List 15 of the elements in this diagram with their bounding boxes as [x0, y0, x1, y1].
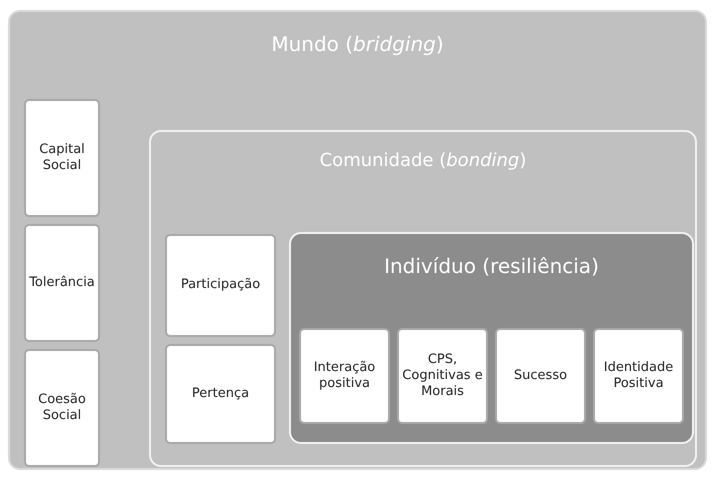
concept-box: Coesão Social [24, 349, 100, 467]
concept-box: Tolerância [24, 224, 100, 342]
concept-box: Pertença [165, 344, 276, 444]
group-panel [149, 130, 697, 467]
group-title: Comunidade (bonding) [320, 150, 526, 171]
group-title: Indivíduo (resiliência) [384, 254, 599, 278]
group-title: Mundo (bridging) [271, 32, 444, 56]
concept-box: Capital Social [24, 99, 100, 217]
concept-box: Identidade Positiva [593, 328, 684, 424]
group-panel [8, 10, 707, 470]
concept-box: Sucesso [495, 328, 586, 424]
concept-box: Participação [165, 234, 276, 337]
concept-box: CPS, Cognitivas e Morais [397, 328, 488, 424]
group-panel [289, 232, 694, 444]
concept-box: Interação positiva [299, 328, 390, 424]
